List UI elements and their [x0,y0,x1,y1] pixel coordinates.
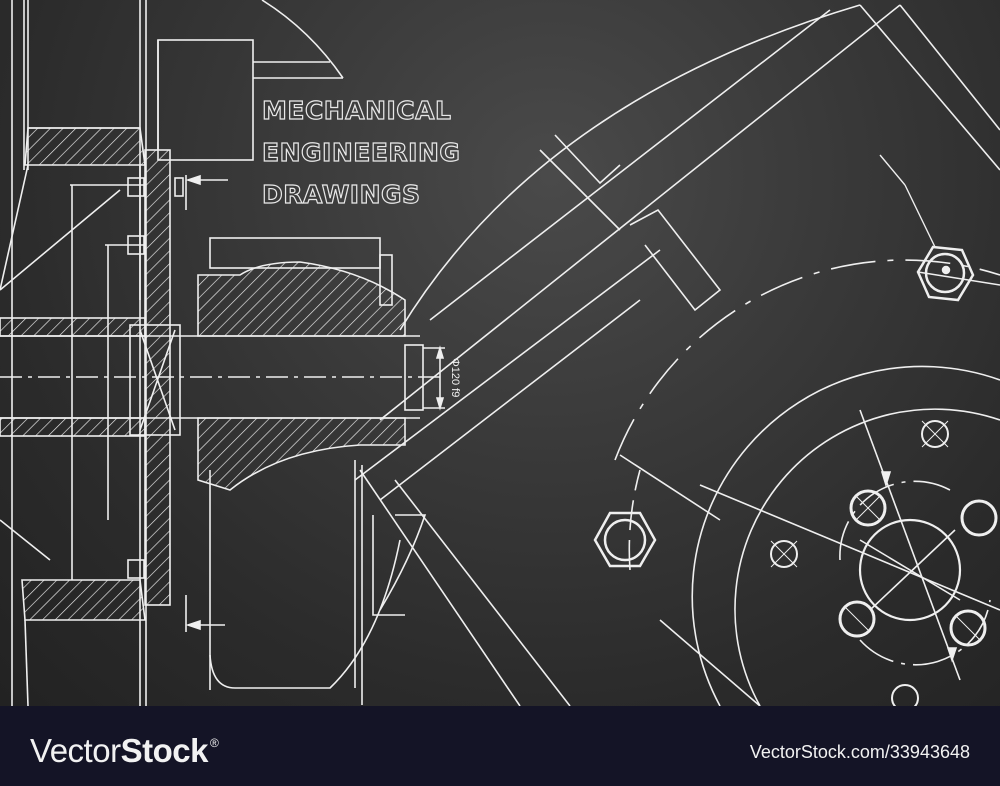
hex-nut-top-right [879,154,1000,302]
brand-bold: Stock [120,732,209,769]
hub [197,237,427,705]
title-line-3: DRAWINGS [261,179,421,209]
title-line-2: ENGINEERING [261,137,461,167]
title-line-1: MECHANICAL [261,95,452,125]
dimension-label: Φ120 f9 [449,358,461,397]
bolt-holes [770,420,998,706]
hex-nut-left [593,511,657,568]
image-url: VectorStock.com/33943648 [749,742,970,762]
flange-view [614,259,1000,706]
brand-light: Vector [30,732,121,769]
vectorstock-logo: VectorStock® [30,732,219,770]
bolt-hole-crosshairs [770,420,982,642]
registered-mark: ® [209,736,219,750]
watermark-footer: VectorStock® VectorStock.com/33943648 [0,706,1000,786]
title-text: MECHANICAL ENGINEERING DRAWINGS [261,90,461,216]
mechanical-drawing: Φ120 f9 [0,0,1000,706]
arm [354,4,1000,706]
drawing-canvas: Φ120 f9 [0,0,1000,706]
